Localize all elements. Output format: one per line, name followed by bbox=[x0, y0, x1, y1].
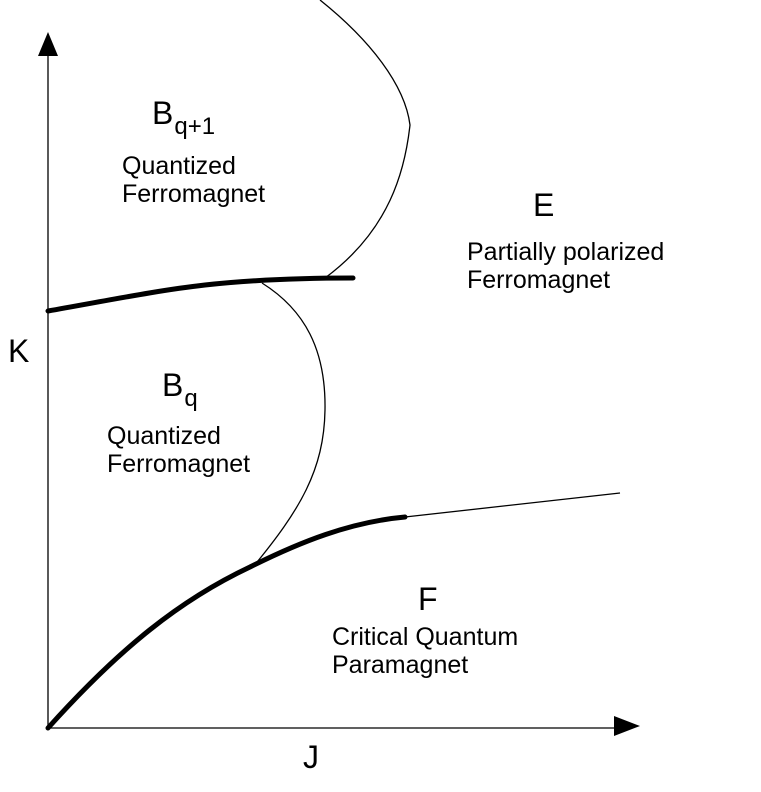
region-bq1-subscript: q+1 bbox=[174, 113, 216, 140]
region-e-description: Partially polarized Ferromagnet bbox=[467, 238, 664, 294]
region-bq-symbol: Bq bbox=[162, 367, 198, 412]
region-bq-line1: Quantized bbox=[107, 422, 221, 450]
region-bq-line2: Ferromagnet bbox=[107, 450, 251, 478]
boundary-lower-thick bbox=[45, 514, 408, 731]
boundary-bq1-e bbox=[319, 0, 411, 279]
region-bq1-line1: Quantized bbox=[122, 152, 236, 180]
region-bq1-symbol-letter: B bbox=[152, 95, 174, 131]
region-bq-description: Quantized Ferromagnet bbox=[107, 422, 250, 478]
region-bq-symbol-letter: B bbox=[162, 367, 184, 403]
region-bq1-description: Quantized Ferromagnet bbox=[122, 152, 265, 208]
region-f-line1: Critical Quantum bbox=[332, 623, 519, 651]
region-f-description: Critical Quantum Paramagnet bbox=[332, 623, 518, 679]
region-bq1-line2: Ferromagnet bbox=[122, 180, 266, 208]
boundary-upper-thick bbox=[45, 275, 356, 314]
region-f-line2: Paramagnet bbox=[332, 651, 469, 679]
region-f-symbol: F bbox=[418, 581, 438, 617]
boundary-lower-thin bbox=[404, 492, 621, 518]
y-axis-arrowhead bbox=[38, 32, 58, 56]
region-bq1-symbol: Bq+1 bbox=[152, 95, 215, 140]
region-e-line2: Ferromagnet bbox=[467, 266, 611, 294]
boundary-bq-e bbox=[252, 282, 326, 568]
y-axis-label: K bbox=[8, 333, 30, 369]
x-axis-label: J bbox=[303, 739, 319, 775]
region-bq-subscript: q bbox=[184, 385, 198, 412]
x-axis-arrowhead bbox=[614, 716, 640, 736]
region-e-line1: Partially polarized bbox=[467, 238, 665, 266]
region-e-symbol: E bbox=[533, 187, 555, 223]
